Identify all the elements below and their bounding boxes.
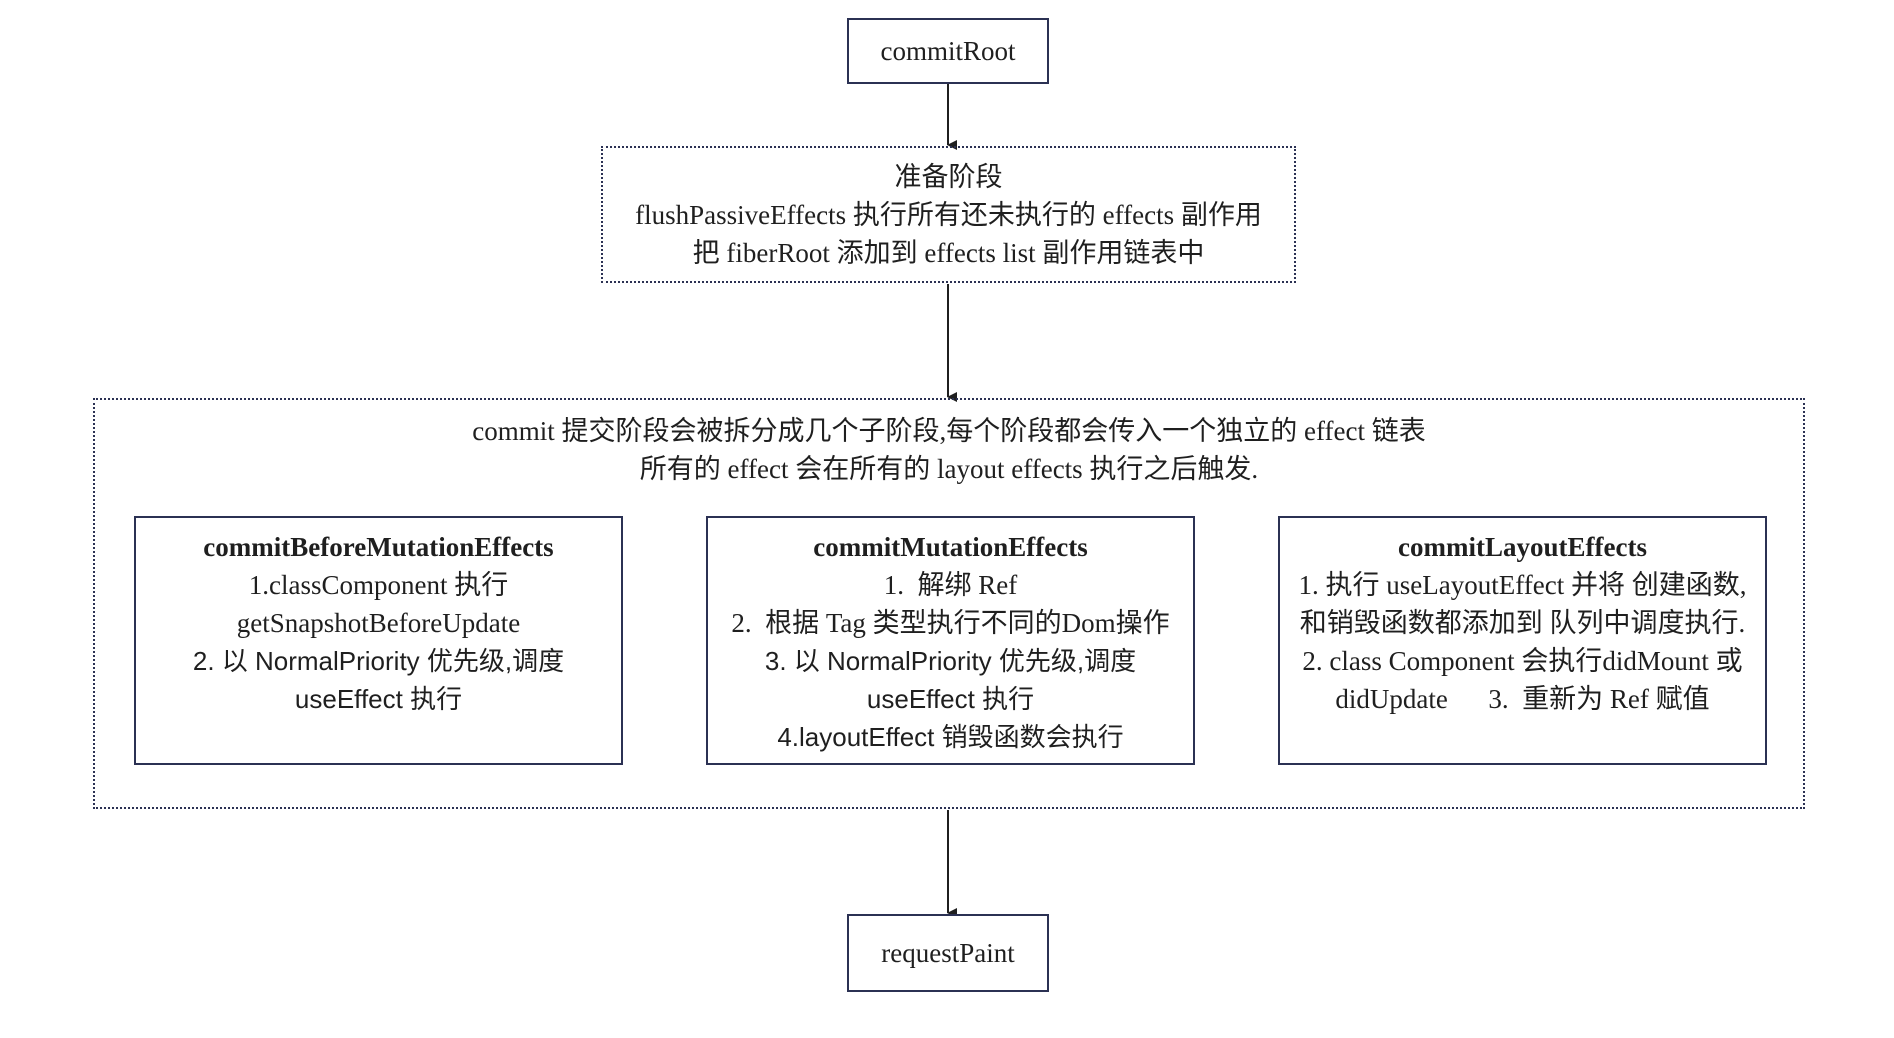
commit-stage-header-line: commit 提交阶段会被拆分成几个子阶段,每个阶段都会传入一个独立的 effe… xyxy=(472,416,1426,446)
phase-line: 2. 根据 Tag 类型执行不同的Dom操作 xyxy=(731,608,1170,638)
phase-title: commitLayoutEffects xyxy=(1398,532,1647,562)
phase-line: 1. 解绑 Ref xyxy=(883,570,1018,600)
prep-stage-line: flushPassiveEffects 执行所有还未执行的 effects 副作… xyxy=(635,199,1262,230)
phase-mutation-node: commitMutationEffects 1. 解绑 Ref 2. 根据 Ta… xyxy=(706,516,1195,765)
request-paint-label: requestPaint xyxy=(881,937,1015,968)
commit-stage-header: commit 提交阶段会被拆分成几个子阶段,每个阶段都会传入一个独立的 effe… xyxy=(95,412,1803,488)
request-paint-node: requestPaint xyxy=(847,914,1049,992)
phase-line: 4.layoutEffect 销毁函数会执行 xyxy=(777,722,1124,752)
phase-before-mutation-node: commitBeforeMutationEffects 1.classCompo… xyxy=(134,516,623,765)
phase-line: 和销毁函数都添加到 队列中调度执行. xyxy=(1299,608,1746,638)
phase-line: getSnapshotBeforeUpdate xyxy=(236,608,521,638)
phase-line: 1. 执行 useLayoutEffect 并将 创建函数, xyxy=(1298,570,1747,600)
phase-title: commitBeforeMutationEffects xyxy=(203,532,554,562)
prep-stage-line: 把 fiberRoot 添加到 effects list 副作用链表中 xyxy=(692,237,1205,268)
phase-line: 2. 以 NormalPriority 优先级,调度 xyxy=(192,646,565,676)
phase-line: 3. 以 NormalPriority 优先级,调度 xyxy=(764,646,1137,676)
commit-root-label: commitRoot xyxy=(880,35,1016,66)
prep-stage-title: 准备阶段 xyxy=(894,161,1003,192)
phase-line: 2. class Component 会执行didMount 或 xyxy=(1302,646,1743,676)
phase-line: useEffect 执行 xyxy=(294,684,463,714)
prep-stage-node: 准备阶段 flushPassiveEffects 执行所有还未执行的 effec… xyxy=(601,146,1296,283)
phase-title: commitMutationEffects xyxy=(813,532,1088,562)
phase-line: 1.classComponent 执行 xyxy=(248,570,509,600)
commit-stage-container: commit 提交阶段会被拆分成几个子阶段,每个阶段都会传入一个独立的 effe… xyxy=(93,398,1805,809)
commit-root-node: commitRoot xyxy=(847,18,1049,84)
commit-stage-header-line: 所有的 effect 会在所有的 layout effects 执行之后触发. xyxy=(639,454,1259,484)
phase-line: useEffect 执行 xyxy=(866,684,1035,714)
phase-line: didUpdate 3. 重新为 Ref 赋值 xyxy=(1335,684,1710,714)
phase-layout-node: commitLayoutEffects 1. 执行 useLayoutEffec… xyxy=(1278,516,1767,765)
